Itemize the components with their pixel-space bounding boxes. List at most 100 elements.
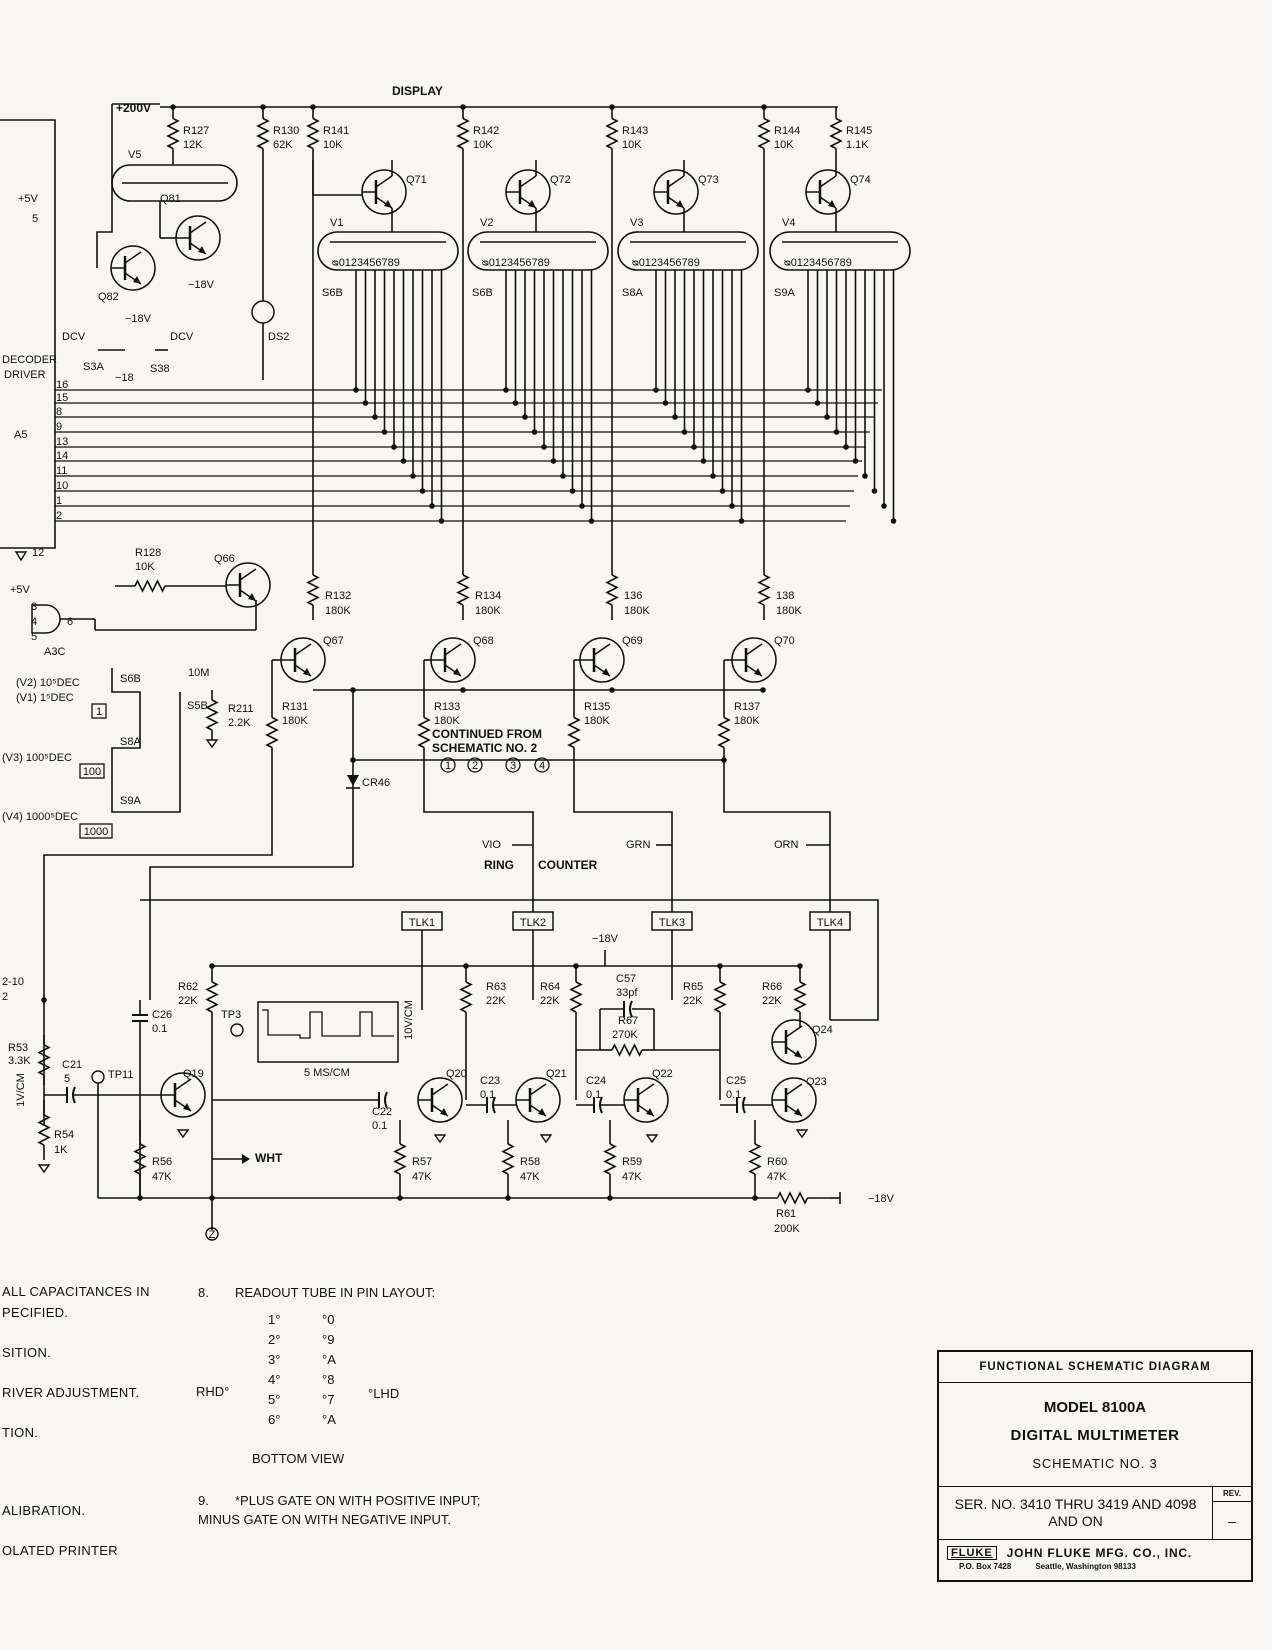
city: Seattle, Washington 98133 (1035, 1562, 1136, 1571)
ground-symbol (645, 1134, 659, 1144)
company-name: JOHN FLUKE MFG. CO., INC. (1006, 1546, 1193, 1560)
tube-pin-numbers: ᴓ0123456789 (784, 257, 852, 269)
range-box-label: 1 (96, 706, 102, 718)
s8a-label: S8A (120, 736, 141, 748)
junction-dot (814, 400, 821, 406)
junction-dot (843, 444, 849, 450)
decoder-pin-label: 11 (56, 465, 67, 477)
junction-dot (397, 1195, 403, 1201)
resistor-mid (569, 981, 583, 1013)
pin-layout-left: 4° (268, 1372, 281, 1387)
vio-label: VIO (482, 839, 501, 851)
v5-label: V5 (128, 149, 141, 161)
wht-arrow (242, 1154, 250, 1164)
decoder-pin12-label: 12 (32, 547, 44, 559)
r53-ref: R53 (8, 1042, 28, 1054)
range-box-label: 1000 (84, 826, 108, 838)
left-fragment-b: 2 (2, 991, 8, 1003)
ring-label: RING (484, 858, 514, 872)
pin-layout-right: °7 (322, 1392, 335, 1407)
resistor-ref: R141 (323, 125, 349, 137)
fluke-logo: FLUKE (947, 1546, 997, 1560)
bottom-resistor-value: 47K (412, 1171, 432, 1183)
capacitor-c24 (599, 1096, 603, 1114)
transistor-collector (174, 1078, 192, 1091)
resistor-value: 10K (774, 139, 794, 151)
po-box: P.O. Box 7428 (959, 1562, 1012, 1571)
transistor-collector (519, 175, 537, 188)
emitter-arrow (538, 1108, 546, 1116)
mid-resistor-value: 22K (540, 995, 560, 1007)
c57-ref: C57 (616, 973, 636, 985)
wire (723, 775, 831, 920)
connector-number: 3 (510, 760, 516, 772)
gate-pin5: 5 (31, 631, 37, 643)
c22-value: 0.1 (372, 1120, 387, 1132)
bottom-resistor-value: 47K (520, 1171, 540, 1183)
gate-pin4: 4 (31, 616, 37, 628)
ring-transistor (430, 637, 476, 683)
mid-resistor-value: 22K (683, 995, 703, 1007)
flipflop-transistor (771, 1077, 817, 1123)
junction-dot (372, 414, 378, 420)
r128-ref: R128 (135, 547, 161, 559)
s3-neg18-label: −18 (115, 372, 134, 384)
r128-value: 10K (135, 561, 155, 573)
components (14, 117, 911, 1241)
junction-dot (881, 503, 887, 509)
junction-dot (531, 429, 538, 435)
note-line-1: ALL CAPACITANCES IN (2, 1284, 150, 1299)
resistor-value: 10K (473, 139, 493, 151)
wiring (0, 103, 898, 1230)
resistor-r61 (776, 1191, 809, 1205)
wire (149, 866, 353, 1000)
c57-value: 33pf (616, 987, 638, 999)
decoder-label-1: DECODER (2, 354, 57, 366)
gate-pin6: 6 (67, 616, 73, 628)
scope-waveform (262, 1009, 394, 1039)
tube-ref: V4 (782, 217, 795, 229)
r61-value: 200K (774, 1223, 800, 1235)
c23-ref: C23 (480, 1075, 500, 1087)
resistor-mid (713, 981, 727, 1013)
c24-value: 0.1 (586, 1089, 601, 1101)
ring-transistor (280, 637, 326, 683)
decoder-ground (14, 551, 28, 562)
ring-resistor-ref: R132 (325, 590, 351, 602)
r211-ref: R211 (228, 703, 253, 715)
decoder-pin-label: 1 (56, 495, 62, 507)
mid-resistor-value: 22K (178, 995, 198, 1007)
instrument-name: DIGITAL MULTIMETER (1010, 1427, 1180, 1444)
tlk-box (401, 911, 443, 931)
emitter-arrow (183, 1103, 191, 1111)
tube-pin-numbers: ᴓ0123456789 (332, 257, 400, 269)
ring-bottom-ref: R135 (584, 701, 610, 713)
mid-resistor-value: 22K (762, 995, 782, 1007)
q66-label: Q66 (214, 553, 235, 565)
schematic-number: SCHEMATIC NO. 3 (1032, 1455, 1158, 1471)
c23-value: 0.1 (480, 1089, 495, 1101)
resistor-top (456, 117, 470, 150)
junction-dot (353, 387, 359, 393)
c21-ref: C21 (62, 1059, 82, 1071)
c25-ref: C25 (726, 1075, 746, 1087)
junction-dot (560, 473, 566, 479)
junction-dot (691, 444, 697, 450)
junction-dot (419, 488, 426, 494)
junction-dot (522, 414, 528, 420)
emitter-arrow (248, 593, 256, 601)
q23-label: Q23 (806, 1076, 827, 1088)
resistor-mid (793, 981, 807, 1013)
ring-bottom-value: 180K (584, 715, 610, 727)
tp3-circle (230, 1023, 244, 1037)
junction-dot (209, 963, 215, 969)
ring-bottom-value: 180K (434, 715, 460, 727)
resistor-top (256, 117, 270, 150)
ring-resistor-ref: 136 (624, 590, 642, 602)
capacitor-c25 (742, 1096, 746, 1114)
note-line-4: RIVER ADJUSTMENT. (2, 1385, 140, 1400)
resistor-ring-bottom (567, 716, 581, 749)
resistor-top (306, 117, 320, 150)
